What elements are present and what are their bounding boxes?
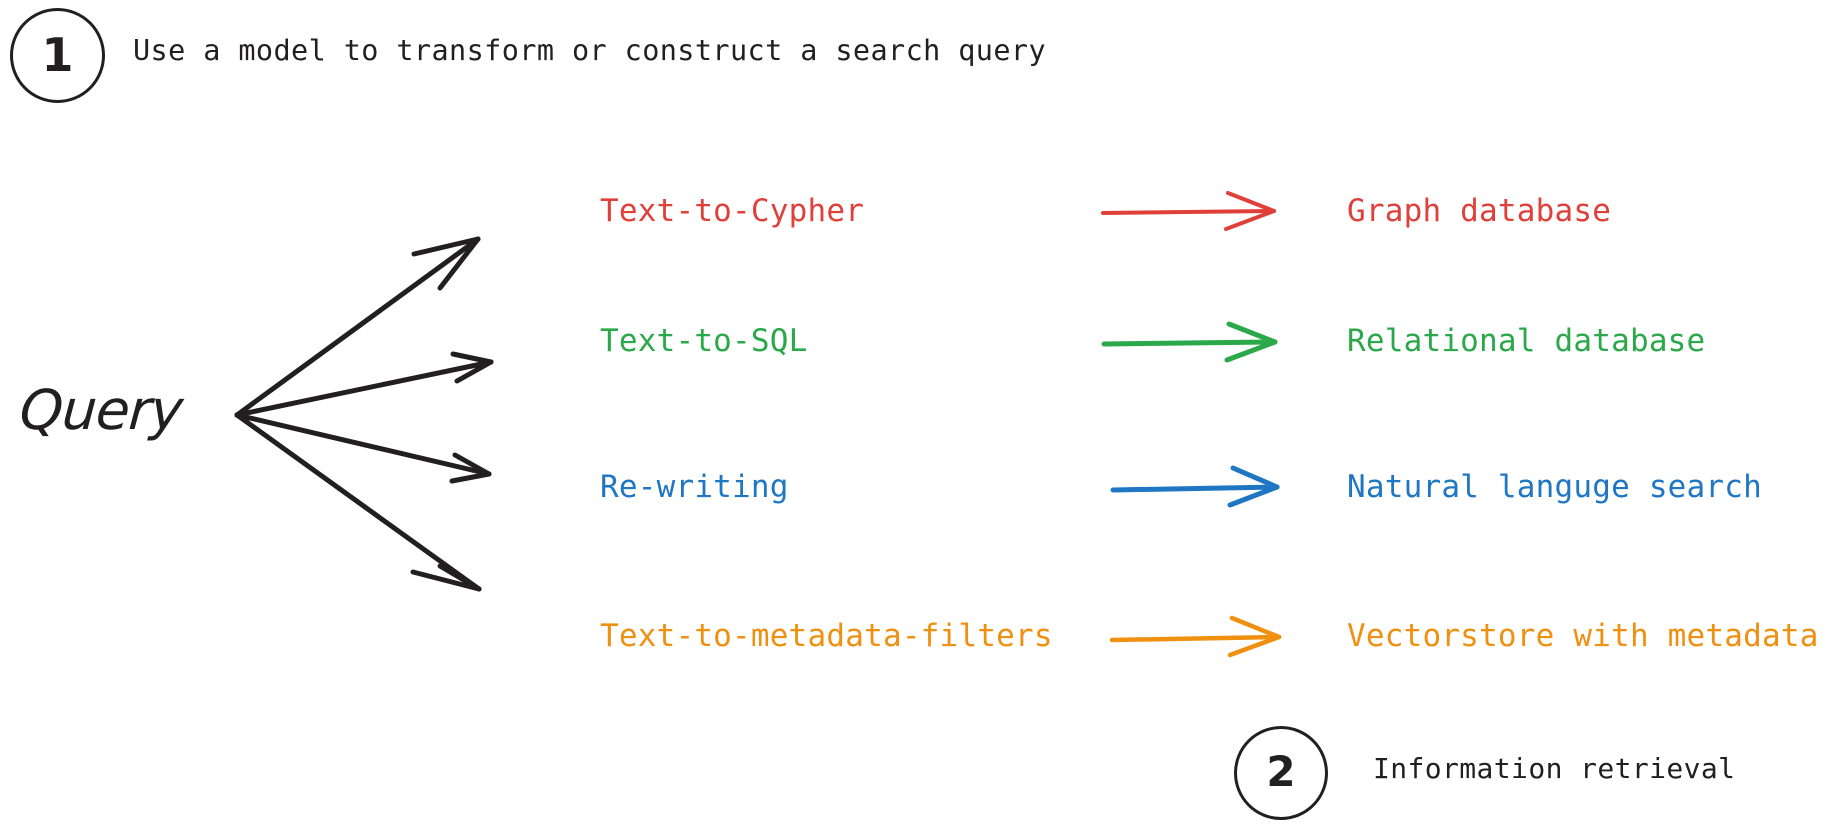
step-1-caption: Use a model to transform or construct a … [133, 34, 1047, 67]
row-arrow-2 [1110, 465, 1280, 508]
target-label-vectorstore-with-metadata: Vectorstore with metadata [1347, 618, 1819, 654]
row-arrow-1 [1101, 321, 1278, 363]
step-badge-1: 1 [10, 8, 105, 103]
fan-out-arrows-icon [234, 236, 494, 592]
method-label-text-to-metadata-filters: Text-to-metadata-filters [600, 618, 1053, 654]
step-2-caption: Information retrieval [1373, 752, 1736, 785]
method-label-re-writing: Re-writing [600, 469, 789, 505]
row-arrow-0 [1101, 191, 1276, 231]
method-label-text-to-sql: Text-to-SQL [600, 323, 808, 359]
step-badge-2: 2 [1234, 726, 1328, 820]
method-label-text-to-cypher: Text-to-Cypher [600, 193, 865, 229]
row-arrow-3 [1109, 615, 1282, 658]
target-label-graph-database: Graph database [1347, 193, 1612, 229]
step-badge-2-number: 2 [1266, 747, 1296, 796]
step-badge-1-number: 1 [41, 27, 74, 82]
query-label: Query [17, 378, 185, 442]
row-arrows [1101, 191, 1282, 658]
target-label-natural-language-search: Natural languge search [1347, 469, 1762, 505]
target-label-relational-database: Relational database [1347, 323, 1706, 359]
